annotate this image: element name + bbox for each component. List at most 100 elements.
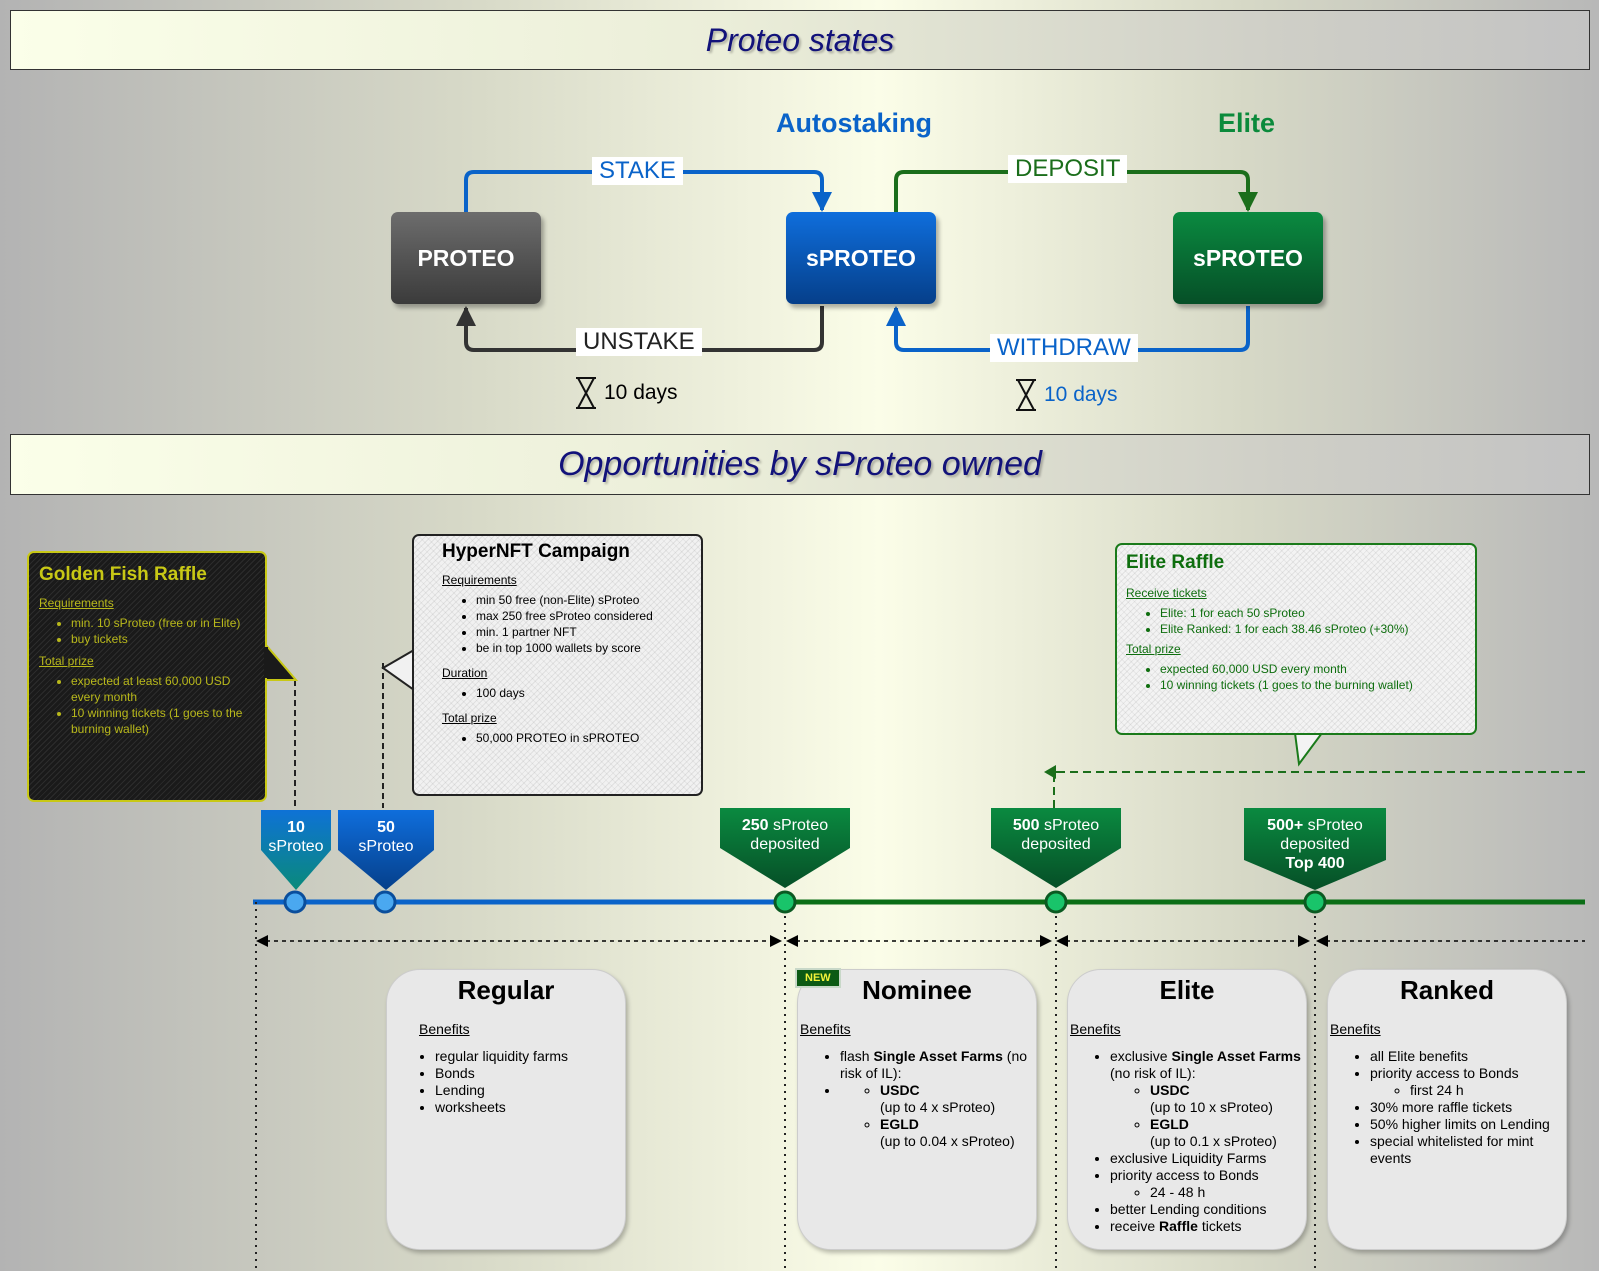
list-item: 10 winning tickets (1 goes to the burnin…	[1160, 677, 1465, 693]
opportunities-banner-title: Opportunities by sProteo owned	[558, 445, 1042, 483]
node-10	[283, 890, 307, 914]
golden-fish-raffle-callout: Golden Fish Raffle Requirements min. 10 …	[27, 551, 267, 802]
tier-card-nominee: Nominee Benefits flash Single Asset Farm…	[797, 969, 1037, 1250]
sproteo-elite-label: sPROTEO	[1193, 244, 1303, 271]
list-item: 30% more raffle tickets	[1370, 1099, 1566, 1116]
states-banner: Proteo states	[10, 10, 1590, 70]
unstake-duration: 10 days	[574, 376, 678, 410]
list-item: first 24 h	[1410, 1082, 1566, 1099]
golden-fish-prize-label: Total prize	[39, 654, 94, 668]
list-item: USDC(up to 4 x sProteo) EGLD(up to 0.04 …	[840, 1082, 1036, 1150]
list-item: be in top 1000 wallets by score	[476, 640, 691, 656]
unstake-days: 10 days	[604, 381, 678, 404]
list-item: Elite: 1 for each 50 sProteo	[1160, 605, 1465, 621]
marker-50-unit: sProteo	[358, 838, 414, 855]
golden-fish-title: Golden Fish Raffle	[39, 564, 207, 585]
tier-card-elite: Elite Benefits exclusive Single Asset Fa…	[1067, 969, 1307, 1250]
tier-title: Nominee	[862, 975, 972, 1005]
marker-10-unit: sProteo	[268, 838, 324, 855]
list-item: 100 days	[476, 685, 691, 701]
list-item: USDC(up to 4 x sProteo)	[880, 1082, 1036, 1116]
sproteo-autostaking-box: sPROTEO	[786, 212, 936, 304]
withdraw-label: WITHDRAW	[990, 334, 1138, 362]
tier-title: Ranked	[1400, 975, 1494, 1005]
list-item: min 50 free (non-Elite) sProteo	[476, 592, 691, 608]
list-item: 50,000 PROTEO in sPROTEO	[476, 730, 691, 746]
node-50	[373, 890, 397, 914]
hourglass-icon	[1016, 379, 1036, 411]
benefits-label: Benefits	[800, 1021, 851, 1037]
marker-500plus-sub: deposited	[1280, 836, 1350, 853]
proteo-state-box: PROTEO	[391, 212, 541, 304]
states-banner-title: Proteo states	[705, 21, 895, 58]
marker-50-num: 50	[377, 819, 395, 836]
list-item: EGLD(up to 0.1 x sProteo)	[1150, 1116, 1306, 1150]
elite-raffle-prize-label: Total prize	[1126, 642, 1181, 656]
list-item: 10 winning tickets (1 goes to the burnin…	[71, 705, 255, 737]
withdraw-duration: 10 days	[1014, 378, 1118, 412]
list-item: regular liquidity farms	[435, 1048, 625, 1065]
marker-500-sub: deposited	[1021, 836, 1091, 853]
list-item: priority access to Bonds 24 - 48 h	[1110, 1167, 1306, 1201]
list-item: priority access to Bonds first 24 h	[1370, 1065, 1566, 1099]
list-item: all Elite benefits	[1370, 1048, 1566, 1065]
list-item: buy tickets	[71, 631, 255, 647]
list-item: Bonds	[435, 1065, 625, 1082]
withdraw-days: 10 days	[1044, 383, 1118, 406]
list-item: EGLD(up to 0.04 x sProteo)	[880, 1116, 1036, 1150]
node-500	[1044, 890, 1068, 914]
benefits-label: Benefits	[1330, 1021, 1381, 1037]
list-item: worksheets	[435, 1099, 625, 1116]
marker-500plus-num: 500+	[1267, 817, 1304, 834]
autostaking-title: Autostaking	[776, 108, 933, 138]
marker-500plus-extra: Top 400	[1285, 855, 1345, 872]
marker-250-num: 250	[741, 817, 769, 834]
list-item: expected 60,000 USD every month	[1160, 661, 1465, 677]
marker-250-deposited: 250 sProteo deposited	[720, 808, 850, 888]
tier-card-ranked: Ranked Benefits all Elite benefits prior…	[1327, 969, 1567, 1250]
marker-250-sub: deposited	[750, 836, 820, 853]
marker-500-unit: sProteo	[1039, 817, 1100, 834]
sproteo-elite-box: sPROTEO	[1173, 212, 1323, 304]
elite-title: Elite	[1218, 108, 1276, 138]
hourglass-icon	[576, 377, 596, 409]
tier-title: Regular	[457, 975, 555, 1005]
golden-fish-requirements-label: Requirements	[39, 596, 114, 610]
node-500plus	[1303, 890, 1327, 914]
list-item: exclusive Single Asset Farms (no risk of…	[1110, 1048, 1306, 1150]
sproteo-auto-label: sPROTEO	[806, 244, 916, 271]
list-item: receive Raffle tickets	[1110, 1218, 1306, 1235]
list-item: USDC(up to 10 x sProteo)	[1150, 1082, 1306, 1116]
new-badge: NEW	[795, 968, 841, 988]
marker-500-deposited: 500 sProteo deposited	[991, 808, 1121, 888]
hypernft-requirements-label: Requirements	[442, 573, 517, 587]
tier-title: Elite	[1159, 975, 1215, 1005]
list-item: 24 - 48 h	[1150, 1184, 1306, 1201]
elite-raffle-title: Elite Raffle	[1126, 552, 1225, 573]
proteo-label: PROTEO	[417, 244, 515, 271]
list-item: max 250 free sProteo considered	[476, 608, 691, 624]
deposit-label: DEPOSIT	[1008, 155, 1128, 183]
marker-50-sproteo: 50 sProteo	[338, 810, 434, 890]
list-item: expected at least 60,000 USD every month	[71, 673, 255, 705]
list-item: flash Single Asset Farms (no risk of IL)…	[840, 1048, 1036, 1082]
tier-card-regular: Regular Benefits regular liquidity farms…	[386, 969, 626, 1250]
marker-250-unit: sProteo	[768, 817, 829, 834]
hypernft-duration-label: Duration	[442, 666, 488, 680]
list-item: special whitelisted for mint events	[1370, 1133, 1566, 1167]
list-item: Lending	[435, 1082, 625, 1099]
marker-500-num: 500	[1012, 817, 1040, 834]
list-item: exclusive Liquidity Farms	[1110, 1150, 1306, 1167]
benefits-label: Benefits	[419, 1021, 470, 1037]
node-250	[773, 890, 797, 914]
list-item: better Lending conditions	[1110, 1201, 1306, 1218]
stake-label: STAKE	[592, 157, 683, 185]
elite-raffle-callout: Elite Raffle Receive tickets Elite: 1 fo…	[1115, 543, 1477, 735]
benefits-label: Benefits	[1070, 1021, 1121, 1037]
hypernft-title: HyperNFT Campaign	[442, 541, 630, 562]
list-item: 50% higher limits on Lending	[1370, 1116, 1566, 1133]
